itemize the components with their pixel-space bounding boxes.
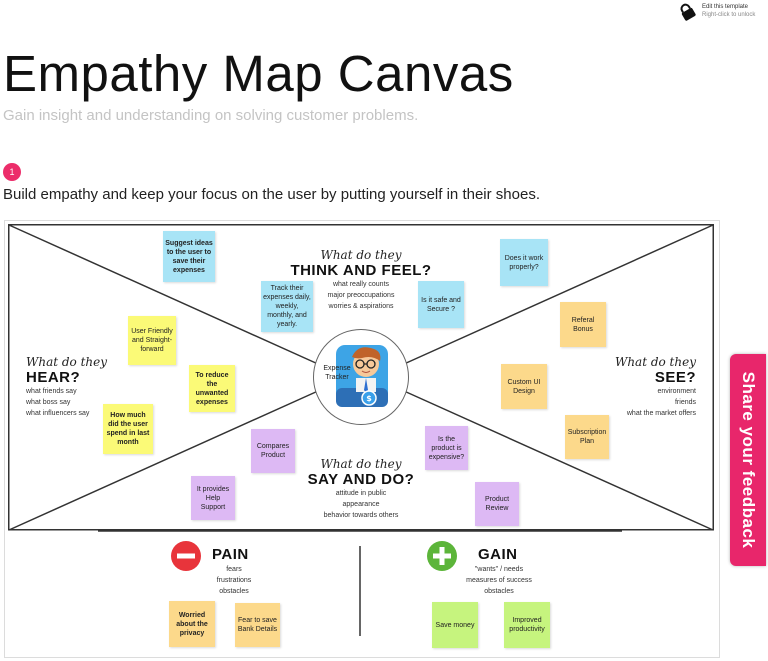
note-improved-productivity[interactable]: Improved productivity xyxy=(504,602,550,648)
unlock-hint-text: Right-click to unlock xyxy=(702,12,756,18)
think-feel-title: THINK AND FEEL? xyxy=(290,262,432,279)
say-do-line-3: behavior towards others xyxy=(323,512,399,519)
see-pre: What do they xyxy=(614,355,696,369)
note-fear-bank[interactable]: Fear to save Bank Details xyxy=(235,603,280,647)
hear-line-1: what friends say xyxy=(26,388,77,395)
note-track-expenses[interactable]: Track their expenses daily, weekly, mont… xyxy=(261,281,313,332)
avatar-label: Expense Tracker xyxy=(323,365,351,381)
note-spend-month[interactable]: How much did the user spend in last mont… xyxy=(103,404,153,454)
think-feel-line-1: what really counts xyxy=(332,281,390,288)
note-work-properly[interactable]: Does it work properly? xyxy=(500,239,548,286)
hear-title: HEAR? xyxy=(26,369,81,386)
see-title: SEE? xyxy=(654,369,696,386)
template-lock-label: Edit this template Right-click to unlock xyxy=(702,3,755,19)
think-feel-line-3: worries & aspirations xyxy=(328,303,394,310)
think-feel-section: What do they THINK AND FEEL? what really… xyxy=(268,248,454,312)
hear-pre: What do they xyxy=(26,355,108,369)
note-user-friendly[interactable]: User Friendly and Straight-forward xyxy=(128,316,176,365)
say-do-line-1: attitude in public xyxy=(335,490,387,497)
note-referral-bonus[interactable]: Referal Bonus xyxy=(560,302,606,347)
lock-icon[interactable] xyxy=(680,3,696,21)
think-feel-pre: What do they xyxy=(320,248,402,262)
plus-icon xyxy=(427,541,457,571)
gain-line-2: measures of success xyxy=(466,577,532,584)
note-compares-product[interactable]: Compares Product xyxy=(251,429,295,473)
note-safe-secure[interactable]: Is it safe and Secure ? xyxy=(418,281,464,328)
note-subscription-plan[interactable]: Subscription Plan xyxy=(565,415,609,459)
pain-title-wrap: PAIN xyxy=(212,546,249,564)
gain-title: GAIN xyxy=(478,546,518,563)
pain-line-2: frustrations xyxy=(216,577,252,584)
minus-icon xyxy=(171,541,201,571)
canvas-frame xyxy=(4,220,720,658)
say-do-line-2: appearance xyxy=(342,501,380,508)
say-do-section: What do they SAY AND DO? attitude in pub… xyxy=(272,457,450,521)
gain-title-wrap: GAIN xyxy=(478,546,518,564)
page-title: Empathy Map Canvas xyxy=(3,45,514,102)
note-product-expensive[interactable]: Is the product is expensive? xyxy=(425,426,468,470)
edit-template-text: Edit this template xyxy=(702,4,749,10)
see-line-3: what the market offers xyxy=(626,410,696,417)
see-line-2: friends xyxy=(674,399,696,406)
canvas-lines xyxy=(8,224,714,636)
say-do-title: SAY AND DO? xyxy=(307,471,415,488)
hear-line-3: what influencers say xyxy=(26,410,90,417)
empathy-map-canvas: What do they THINK AND FEEL? what really… xyxy=(8,224,714,656)
gain-section: "wants" / needs measures of success obst… xyxy=(453,564,545,597)
see-line-1: environment xyxy=(657,388,696,395)
note-suggest-ideas[interactable]: Suggest ideas to the user to save their … xyxy=(163,231,215,282)
pain-line-3: obstacles xyxy=(219,588,249,595)
say-do-pre: What do they xyxy=(320,457,402,471)
note-reduce-expenses[interactable]: To reduce the unwanted expenses xyxy=(189,365,235,412)
pain-section: fears frustrations obstacles xyxy=(194,564,274,597)
pain-line-1: fears xyxy=(226,566,242,573)
share-feedback-button[interactable]: Share your feedback xyxy=(730,354,766,566)
hear-line-2: what boss say xyxy=(26,399,71,406)
think-feel-line-2: major preoccupations xyxy=(327,292,395,299)
note-custom-ui[interactable]: Custom UI Design xyxy=(501,364,547,409)
note-help-support[interactable]: It provides Help Support xyxy=(191,476,235,520)
gain-line-3: obstacles xyxy=(484,588,514,595)
note-product-review[interactable]: Product Review xyxy=(475,482,519,526)
page-subtitle: Gain insight and understanding on solvin… xyxy=(3,107,419,124)
see-section: What do they SEE? environment friends wh… xyxy=(596,355,696,419)
share-feedback-label: Share your feedback xyxy=(739,371,758,549)
svg-text:$: $ xyxy=(366,394,372,403)
hear-section: What do they HEAR? what friends say what… xyxy=(26,355,126,419)
intro-text: Build empathy and keep your focus on the… xyxy=(3,186,540,203)
note-save-money[interactable]: Save money xyxy=(432,602,478,648)
gain-line-1: "wants" / needs xyxy=(474,566,524,573)
pain-title: PAIN xyxy=(212,546,249,563)
avatar: $ Expense Tracker xyxy=(313,329,409,425)
step-badge: 1 xyxy=(3,163,21,181)
note-worried-privacy[interactable]: Worried about the privacy xyxy=(169,601,215,647)
